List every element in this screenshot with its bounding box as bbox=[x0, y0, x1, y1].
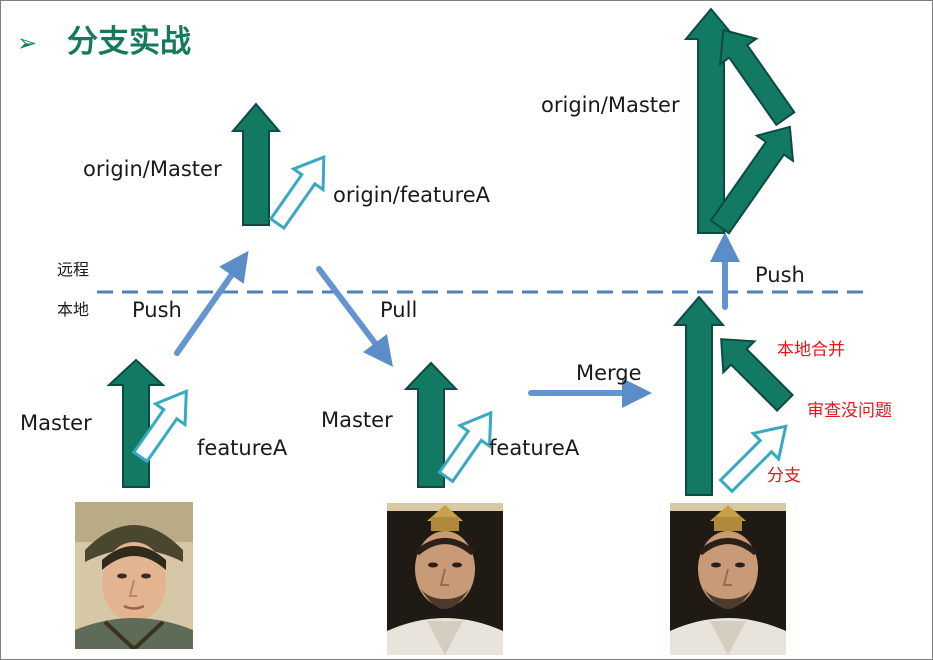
local-featurea-arrow-right bbox=[718, 424, 788, 494]
featurea-label-left: featureA bbox=[197, 436, 288, 460]
origin-featurea-label-mid: origin/featureA bbox=[333, 183, 491, 207]
bullet-arrow-icon: ➢ bbox=[17, 29, 38, 57]
review-ok-label: 审查没问题 bbox=[807, 401, 892, 421]
origin-featurea-arrow-mid bbox=[268, 154, 326, 231]
push-label-left: Push bbox=[132, 298, 182, 322]
pull-label: Pull bbox=[380, 298, 418, 322]
portrait-bearded-official-repeat bbox=[670, 503, 786, 655]
origin-merge-branch-arrow-up bbox=[709, 125, 795, 235]
local-merge-arrow-right bbox=[720, 338, 795, 413]
local-label: 本地 bbox=[57, 300, 90, 319]
push-label-right: Push bbox=[755, 263, 805, 287]
portrait-young-man bbox=[75, 502, 193, 649]
merge-label: Merge bbox=[576, 361, 642, 385]
featurea-label-mid: featureA bbox=[489, 436, 580, 460]
origin-master-label-mid: origin/Master bbox=[83, 157, 222, 181]
origin-branch-return-arrow bbox=[719, 28, 796, 127]
branch-label: 分支 bbox=[767, 466, 801, 486]
local-featurea-arrow-left bbox=[131, 388, 188, 464]
local-merge-label: 本地合并 bbox=[777, 340, 845, 360]
slide-title: 分支实战 bbox=[67, 24, 191, 60]
master-label-mid: Master bbox=[321, 408, 393, 432]
origin-master-label-right: origin/Master bbox=[541, 93, 680, 117]
local-master-arrow-right bbox=[672, 295, 726, 496]
push-flow-arrow bbox=[174, 250, 249, 356]
local-master-arrow-left bbox=[106, 358, 166, 488]
remote-label: 远程 bbox=[57, 260, 90, 279]
pull-flow-arrow bbox=[316, 266, 394, 367]
master-label-left: Master bbox=[20, 411, 92, 435]
local-featurea-arrow-mid bbox=[437, 410, 493, 484]
portrait-bearded-official bbox=[387, 503, 503, 655]
origin-master-arrow-mid bbox=[230, 102, 282, 226]
